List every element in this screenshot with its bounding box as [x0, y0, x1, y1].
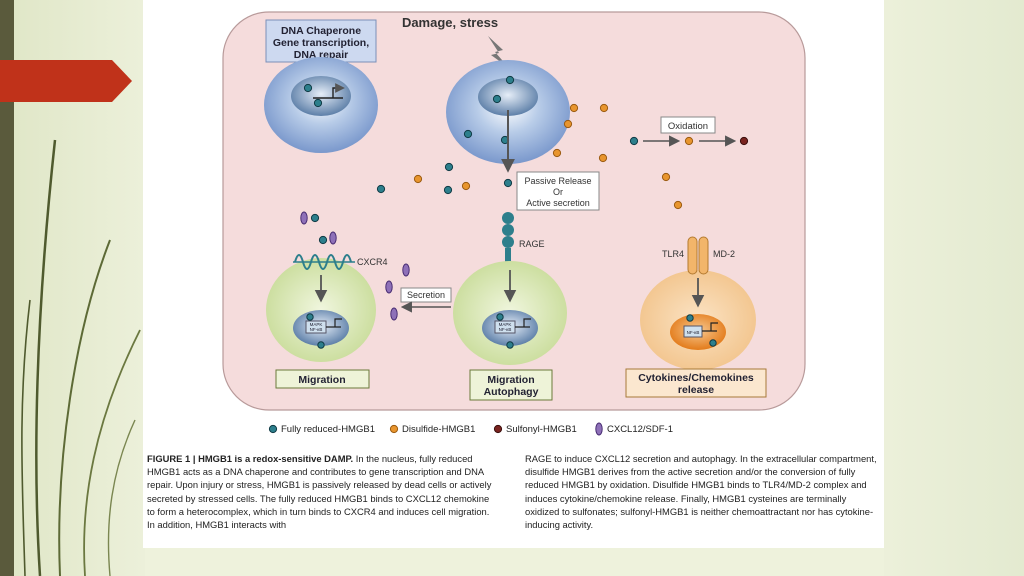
legend-reduced-label: Fully reduced-HMGB1: [281, 424, 375, 435]
md2-label: MD-2: [713, 249, 735, 259]
gene-arrow-icon: [515, 318, 531, 328]
release-box-line1: Passive Release: [524, 176, 591, 186]
hmgb1-reduced-dot: [505, 75, 515, 85]
caption-right-text: RAGE to induce CXCL12 secretion and auto…: [525, 453, 877, 531]
hmgb1-reduced-dot: [317, 341, 325, 349]
release-mode-box: [516, 171, 600, 211]
secretion-label: Secretion: [407, 290, 445, 300]
hmgb1-disulfide-dot: [413, 174, 423, 184]
nfkb-label: NF-κB: [499, 327, 512, 332]
caption-left-text: In the nucleus, fully reduced HMGB1 acts…: [147, 453, 492, 531]
legend-sulfonyl-swatch: [493, 424, 503, 434]
hmgb1-reduced-dot: [318, 235, 328, 245]
caption-right: RAGE to induce CXCL12 secretion and auto…: [525, 452, 877, 531]
migration-autophagy-box: [469, 369, 553, 401]
hmgb1-diagram: Damage, stress DNA Chaperone Gene transc…: [222, 11, 806, 436]
hmgb1-reduced-dot: [443, 185, 453, 195]
slide-arrow-marker: [0, 60, 132, 102]
tlr4-label: TLR4: [662, 249, 684, 259]
rage-receptor-segment: [502, 224, 514, 236]
grass-decoration: [21, 139, 141, 576]
hmgb1-reduced-dot: [506, 341, 514, 349]
hmgb1-reduced-dot: [686, 314, 694, 322]
tlr4-receptor: [687, 236, 698, 275]
legend-sulfonyl-label: Sulfonyl-HMGB1: [506, 424, 577, 435]
nfkb-label: NF-κB: [310, 327, 323, 332]
legend-disulfide-swatch: [389, 424, 399, 434]
gene-arrow-icon: [702, 322, 718, 332]
hmgb1-disulfide-dot: [599, 103, 609, 113]
hmgb1-sulfonyl-dot: [739, 136, 749, 146]
hmgb1-reduced-dot: [444, 162, 454, 172]
caption-title: FIGURE 1 | HMGB1 is a redox-sensitive DA…: [147, 453, 354, 464]
mapk-label: MAPK: [499, 322, 512, 327]
hmgb1-disulfide-dot: [563, 119, 573, 129]
inner-nucleus-left: [291, 76, 351, 116]
md2-receptor: [698, 236, 709, 275]
hmgb1-reduced-dot: [313, 98, 323, 108]
cytokines-line1: Cytokines/Chemokines: [638, 372, 754, 384]
legend-cxcl12-label: CXCL12/SDF-1: [607, 424, 673, 435]
hmgb1-reduced-dot: [492, 94, 502, 104]
hmgb1-disulfide-dot: [598, 153, 608, 163]
migration-autophagy-line2: Autophagy: [484, 386, 539, 398]
hmgb1-reduced-dot: [303, 83, 313, 93]
left-stripe: [0, 0, 14, 576]
background-right: [884, 0, 1024, 576]
legend-reduced-swatch: [268, 424, 278, 434]
legend-disulfide-label: Disulfide-HMGB1: [402, 424, 475, 435]
migration-autophagy-line1: Migration: [487, 374, 534, 386]
gene-arrow-icon: [313, 88, 343, 99]
cxcl12-oval: [329, 231, 337, 245]
damage-stress-label: Damage, stress: [402, 15, 498, 30]
slide-content: Damage, stress DNA Chaperone Gene transc…: [143, 0, 884, 548]
hmgb1-disulfide-dot: [461, 181, 471, 191]
legend-cxcl12-swatch: [595, 422, 603, 436]
cxcl12-oval: [300, 211, 308, 225]
mapk-label: MAPK: [310, 322, 323, 327]
hmgb1-reduced-dot: [376, 184, 386, 194]
hmgb1-reduced-dot: [629, 136, 639, 146]
nucleus-function-box: [265, 19, 377, 63]
cxcl12-oval: [390, 307, 398, 321]
hmgb1-disulfide-dot: [552, 148, 562, 158]
legend: Fully reduced-HMGB1 Disulfide-HMGB1 Sulf…: [268, 422, 673, 436]
rage-receptor-segment: [502, 212, 514, 224]
hmgb1-disulfide-dot: [661, 172, 671, 182]
hmgb1-reduced-dot: [503, 178, 513, 188]
rage-receptor-segment: [502, 236, 514, 248]
release-box-line3: Active secretion: [526, 198, 590, 208]
inner-nucleus-center: [478, 78, 538, 116]
nfkb-label: NF-κB: [687, 330, 700, 335]
cxcr4-receptor: [294, 254, 352, 270]
hmgb1-reduced-dot: [463, 129, 473, 139]
rage-label: RAGE: [519, 239, 545, 249]
caption-left: FIGURE 1 | HMGB1 is a redox-sensitive DA…: [147, 452, 499, 531]
migration-outcome-box: [275, 369, 370, 389]
hmgb1-reduced-dot: [310, 213, 320, 223]
hmgb1-reduced-dot: [709, 339, 717, 347]
gene-arrow-icon: [326, 318, 342, 328]
cxcr4-label: CXCR4: [357, 257, 388, 267]
cytokines-line2: release: [678, 384, 714, 396]
release-box-line2: Or: [553, 187, 563, 197]
hmgb1-disulfide-dot: [673, 200, 683, 210]
cytokines-box: [625, 368, 767, 398]
secretion-box: [400, 287, 452, 303]
nucleus-box-line3: DNA repair: [294, 49, 348, 61]
cxcl12-oval: [385, 280, 393, 294]
oxidation-label: Oxidation: [668, 121, 708, 132]
lightning-icon: [488, 36, 509, 68]
oxidation-box: [660, 116, 716, 134]
hmgb1-reduced-dot: [496, 313, 504, 321]
nucleus-box-line2: Gene transcription,: [273, 37, 369, 49]
cxcl12-oval: [402, 263, 410, 277]
hmgb1-reduced-dot: [306, 313, 314, 321]
hmgb1-disulfide-dot: [569, 103, 579, 113]
nucleus-box-line1: DNA Chaperone: [281, 25, 361, 37]
rage-stem: [505, 248, 511, 266]
migration-outcome-label: Migration: [298, 374, 345, 386]
hmgb1-disulfide-dot: [684, 136, 694, 146]
